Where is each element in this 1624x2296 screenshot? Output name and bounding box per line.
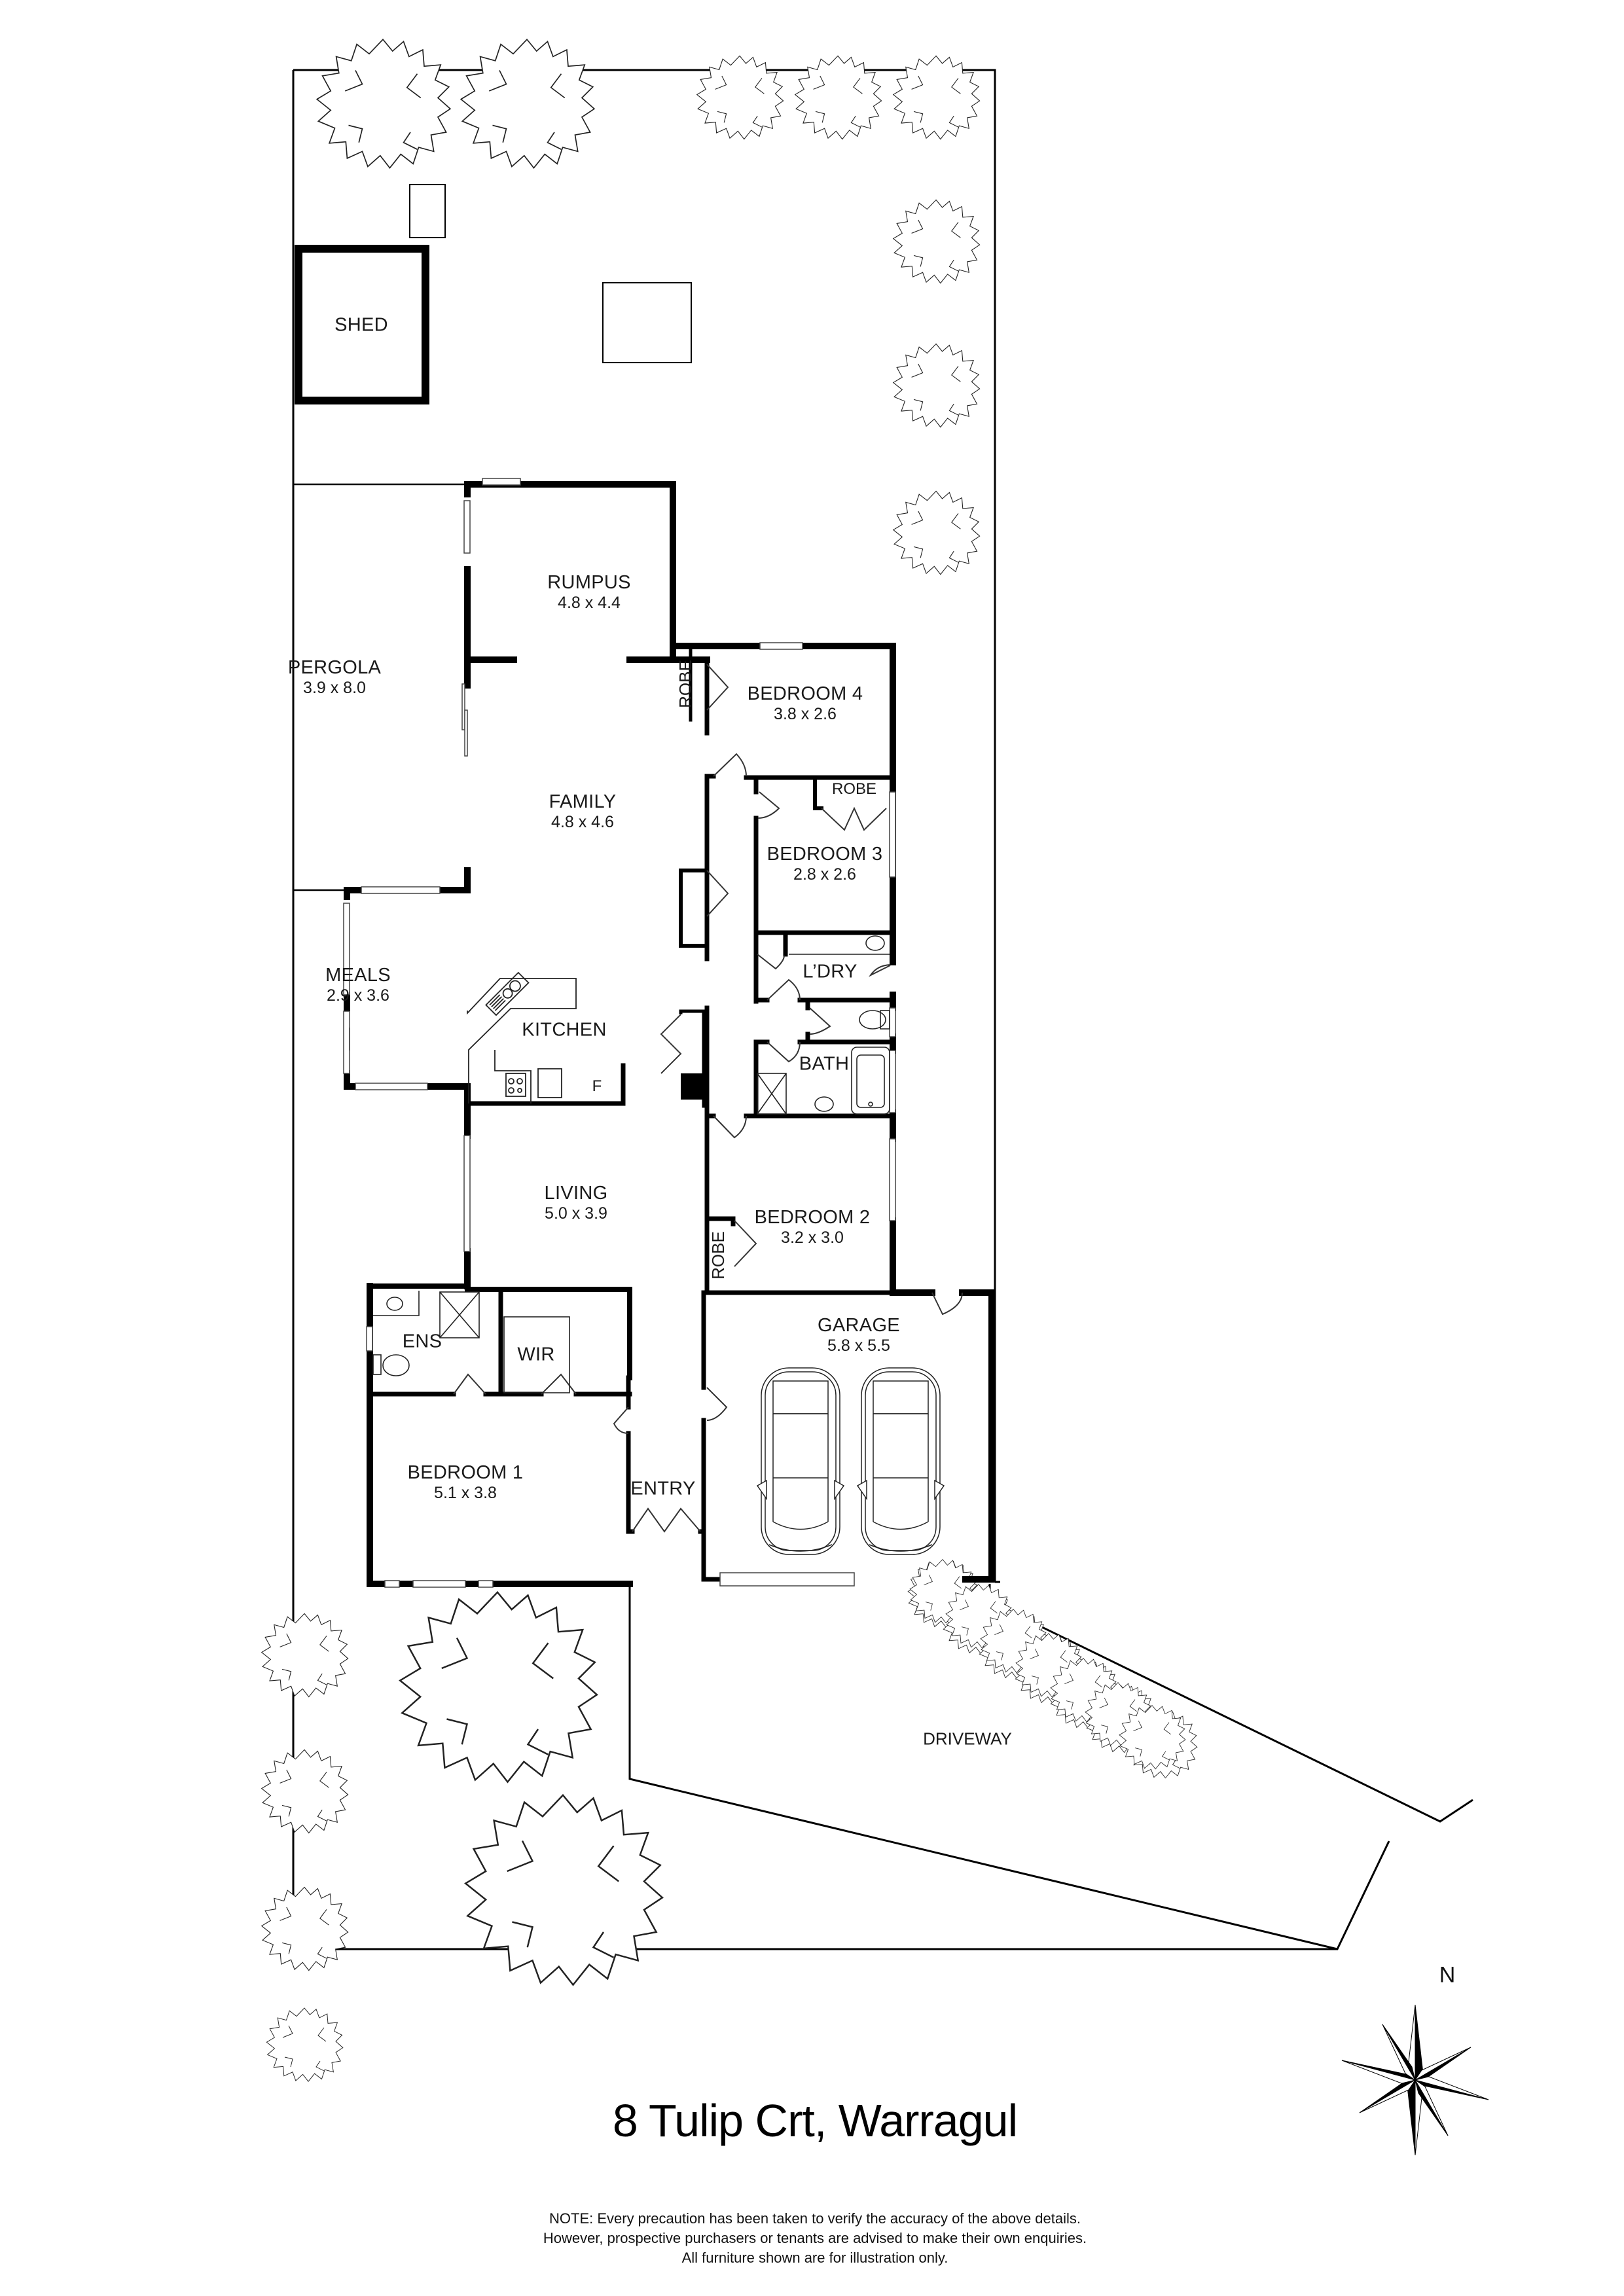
bathroom-fixtures [372, 935, 890, 1393]
room-wir: WIR [517, 1344, 555, 1365]
robe-bedroom-2: ROBE [708, 1231, 729, 1280]
note-line-1: NOTE: Every precaution has been taken to… [549, 2210, 1081, 2227]
trees-front [261, 1591, 664, 2082]
windows [343, 478, 896, 1588]
doors [453, 664, 963, 1533]
room-entry: ENTRY [630, 1478, 696, 1499]
fridge [537, 1068, 562, 1098]
shower [757, 1073, 787, 1115]
garden-bed [602, 282, 692, 363]
shed [295, 245, 429, 404]
room-kitchen: KITCHEN [522, 1019, 607, 1041]
north-label: N [1439, 1962, 1456, 1988]
toilet [859, 1010, 886, 1030]
basin [814, 1096, 834, 1112]
room-bath: BATH [799, 1053, 850, 1075]
shed-label: SHED [334, 314, 388, 336]
room-laundry: L’DRY [803, 961, 857, 982]
room-ensuite: ENS [402, 1331, 442, 1352]
bathtub [851, 1047, 890, 1115]
driveway-label: DRIVEWAY [923, 1729, 1012, 1749]
note-line-3: All furniture shown are for illustration… [681, 2250, 948, 2266]
disclaimer-note: NOTE: Every precaution has been taken to… [422, 2209, 1208, 2268]
cooktop [505, 1073, 526, 1097]
kitchen-bench [467, 971, 577, 1103]
pergola-outline [293, 483, 467, 891]
property-address: 8 Tulip Crt, Warragul [612, 2095, 1018, 2146]
outdoor-structure [409, 184, 446, 238]
note-line-2: However, prospective purchasers or tenan… [543, 2230, 1087, 2246]
wir-shelving [503, 1316, 570, 1393]
compass-rose-icon [1341, 2004, 1489, 2156]
house-walls [344, 481, 996, 1587]
garage-cars [757, 1367, 945, 1555]
robe-bedroom-4: ROBE [676, 660, 696, 708]
robe-bedroom-3: ROBE [831, 780, 877, 798]
fridge-label: F [592, 1077, 602, 1096]
